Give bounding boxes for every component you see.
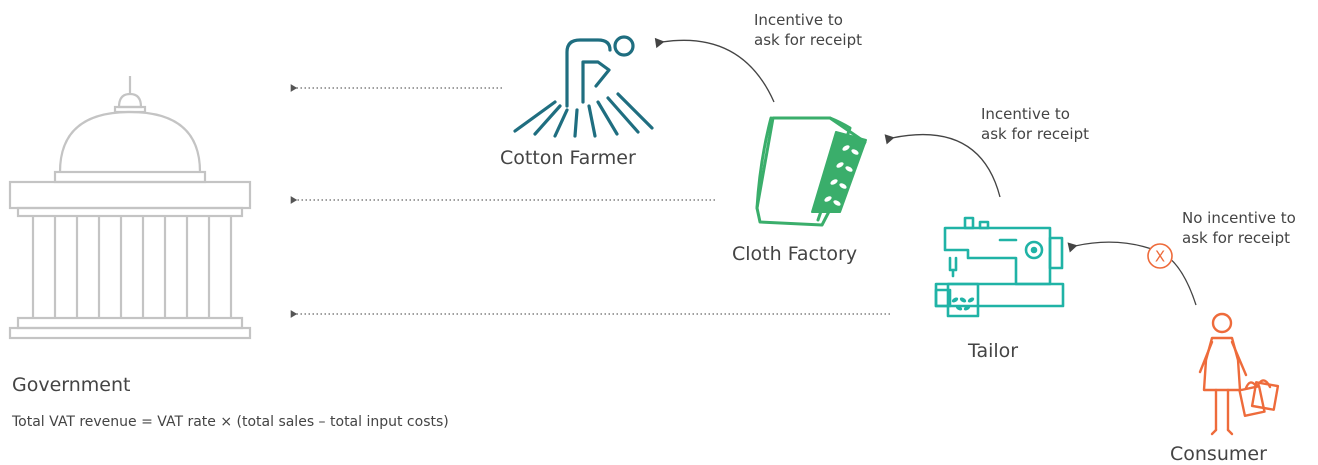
tailor-label: Tailor	[968, 340, 1019, 362]
no-incentive-line-2: ask for receipt	[1182, 229, 1290, 247]
incentive-line-2: ask for receipt	[754, 31, 862, 49]
consumer-with-bags-icon	[1198, 312, 1280, 436]
factory-to-farmer-arc	[654, 37, 775, 103]
incentive-line-1: Incentive to	[981, 105, 1070, 123]
incentive-line-1: Incentive to	[754, 11, 843, 29]
vat-formula: Total VAT revenue = VAT rate × (total sa…	[12, 414, 449, 430]
cloth-factory-label: Cloth Factory	[732, 243, 858, 265]
no-incentive-line-1: No incentive to	[1182, 209, 1296, 227]
svg-text:X: X	[1155, 248, 1165, 266]
government-building-icon	[8, 76, 252, 340]
consumer-to-tailor-arc	[1067, 241, 1197, 306]
tailor-to-factory-arc	[884, 134, 1001, 198]
incentive-line-2: ask for receipt	[981, 125, 1089, 143]
vat-payment-arrows	[290, 84, 890, 318]
consumer-label: Consumer	[1170, 443, 1267, 465]
incentive-text-factory: Incentive to ask for receipt	[981, 104, 1089, 144]
cotton-farmer-label: Cotton Farmer	[500, 147, 636, 169]
sewing-machine-icon	[934, 216, 1065, 318]
no-incentive-text-consumer: No incentive to ask for receipt	[1182, 208, 1296, 248]
cotton-farmer-icon	[513, 35, 654, 138]
no-incentive-marker: X	[1147, 243, 1173, 269]
incentive-text-farmer: Incentive to ask for receipt	[754, 10, 862, 50]
incentive-arcs	[654, 37, 1197, 306]
government-label: Government	[12, 374, 131, 396]
cloth-roll-icon	[755, 116, 867, 227]
